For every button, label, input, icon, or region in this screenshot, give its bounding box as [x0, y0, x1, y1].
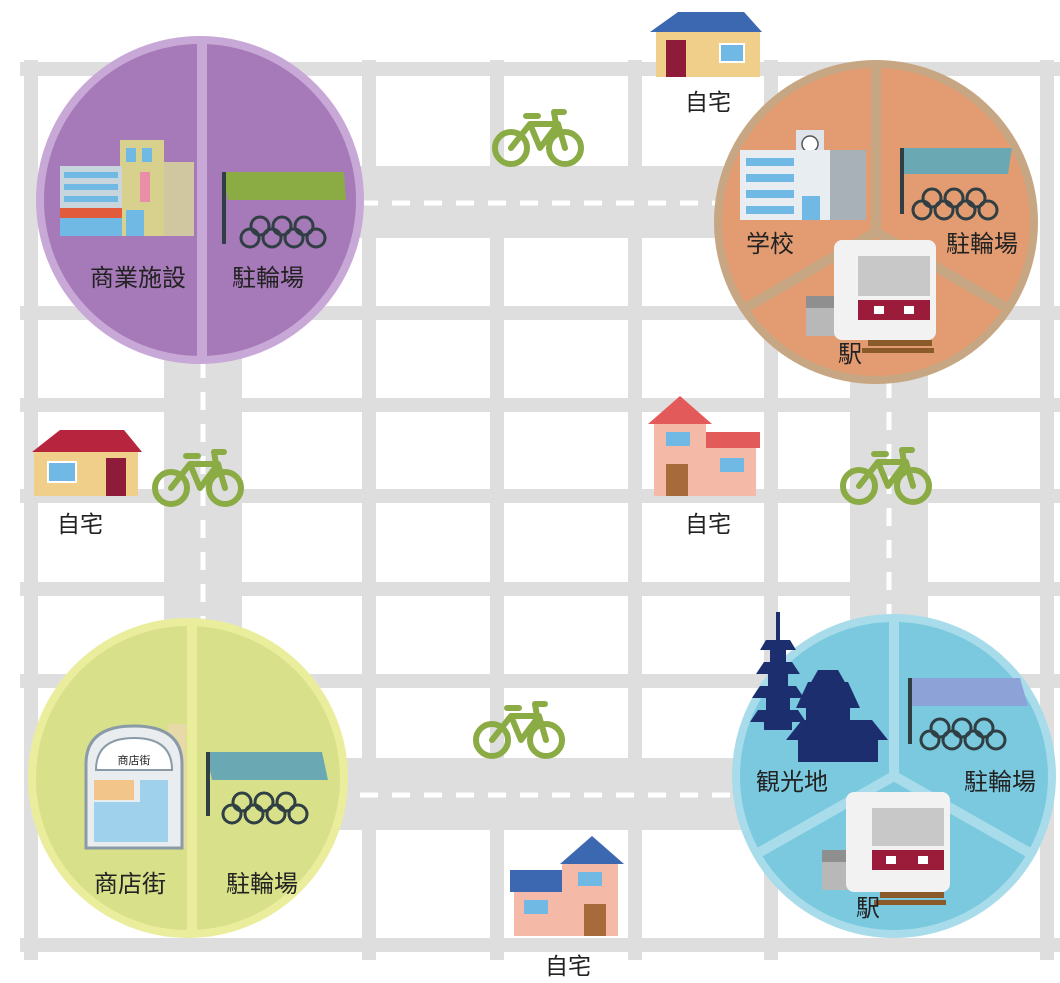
- parking-label: 駐輪場: [232, 264, 304, 292]
- bicycle-icon: [495, 112, 581, 164]
- sightseeing-label: 観光地: [756, 768, 828, 796]
- house-left: 自宅: [32, 430, 142, 538]
- parking-label: 駐輪場: [964, 768, 1036, 796]
- house-top: 自宅: [650, 12, 762, 116]
- temple-pagoda-icon: [750, 612, 888, 762]
- commercial-label: 商業施設: [90, 264, 186, 292]
- bicycle-parking-icon: [206, 752, 328, 825]
- bicycle-parking-icon: [900, 148, 1012, 221]
- home-label: 自宅: [685, 512, 731, 538]
- hub-station-school: 学校 駐輪場 駅: [714, 60, 1038, 384]
- hub-sightseeing-station: 観光地 駐輪場 駅: [732, 612, 1056, 938]
- school-icon: [740, 130, 866, 220]
- commercial-building-icon: [60, 140, 194, 236]
- house-middle: 自宅: [648, 396, 760, 538]
- bicycle-icon: [476, 704, 562, 756]
- home-label: 自宅: [545, 954, 591, 980]
- bicycle-parking-icon: [222, 172, 346, 249]
- station-label: 駅: [856, 894, 880, 922]
- street-grid: [20, 60, 1060, 960]
- bicycle-parking-icon: [908, 678, 1028, 751]
- shopping-street-label: 商店街: [94, 870, 166, 898]
- shopping-arcade-icon: 商店街: [84, 724, 186, 850]
- hub-shopping-street: 商店街 商店街 駐輪場: [28, 618, 348, 938]
- hub-commercial: 商業施設 駐輪場: [36, 36, 364, 364]
- house-bottom: 自宅: [510, 836, 624, 980]
- train-icon: [822, 792, 950, 905]
- parking-label: 駐輪場: [226, 870, 298, 898]
- home-label: 自宅: [685, 90, 731, 116]
- parking-label: 駐輪場: [946, 230, 1018, 258]
- arcade-sign-text: 商店街: [118, 753, 151, 767]
- home-label: 自宅: [57, 512, 103, 538]
- school-label: 学校: [746, 230, 794, 258]
- train-icon: [806, 240, 936, 353]
- station-label: 駅: [838, 340, 862, 368]
